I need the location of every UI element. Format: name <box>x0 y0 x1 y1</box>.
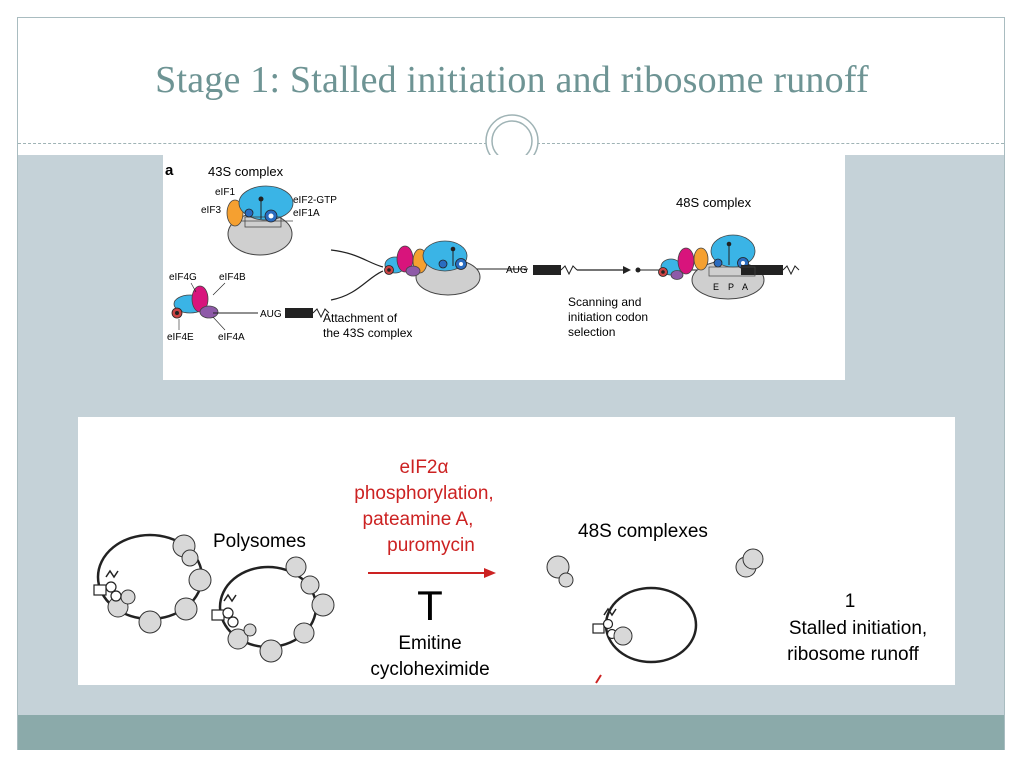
label-eif1: eIF1 <box>215 187 235 198</box>
polysome-runoff-diagram: Polysomes eIF2α phosphorylation, pateami… <box>93 457 927 684</box>
polysome-left <box>93 533 212 634</box>
inhibition-symbol: T <box>417 582 443 629</box>
polysomes-label: Polysomes <box>213 531 306 552</box>
footer-bar <box>18 715 1004 750</box>
panel-letter: a <box>165 162 174 179</box>
ribosome-site-a: A <box>742 282 748 292</box>
label-eif4g: eIF4G <box>169 272 197 283</box>
mrna-with-eif4f <box>171 285 330 319</box>
stage-label-line2: ribosome runoff <box>787 644 919 665</box>
ribosome-site-e: E <box>713 282 719 292</box>
attachment-arrow-lower <box>330 270 384 301</box>
treatment-line4: puromycin <box>387 535 475 556</box>
scanning-text-line1: Scanning and <box>568 295 641 309</box>
initiation-diagram: a 43S complex eIF1 eIF3 eIF2-GTP eIF1A <box>165 162 800 343</box>
label-eif1a: eIF1A <box>293 208 320 219</box>
treatment-line1: eIF2α <box>399 457 448 478</box>
treatment-line2: phosphorylation, <box>354 483 493 504</box>
stage-number: 1 <box>845 591 856 612</box>
label-eif2gtp: eIF2-GTP <box>293 195 337 206</box>
scanning-text-line2: initiation codon <box>568 310 648 324</box>
title-divider-left <box>18 143 487 144</box>
treatment-line3: pateamine A, <box>363 509 474 530</box>
inhibitor-line2: cycloheximide <box>370 659 489 680</box>
slide-title: Stage 1: Stalled initiation and ribosome… <box>155 59 869 101</box>
complexes-48s-label: 48S complexes <box>578 521 708 542</box>
polysome-right <box>211 556 335 663</box>
inhibitor-line1: Emitine <box>398 633 461 654</box>
ribosome-site-p: P <box>728 282 734 292</box>
complex-43s <box>226 185 294 256</box>
scanning-text-line3: selection <box>568 325 615 339</box>
attachment-text-line2: the 43S complex <box>323 326 412 340</box>
complex-48s <box>635 234 800 300</box>
attachment-text-line1: Attachment of <box>323 311 398 325</box>
stage-label-line1: Stalled initiation, <box>789 618 927 639</box>
label-eif4b: eIF4B <box>219 272 246 283</box>
aug-label-left: AUG <box>260 309 282 320</box>
free-ribosome-subunits <box>546 548 764 588</box>
label-eif4e: eIF4E <box>167 332 194 343</box>
polysome-runoff-panel: Polysomes eIF2α phosphorylation, pateami… <box>78 417 955 685</box>
complex-43s-label: 43S complex <box>208 164 284 179</box>
cutoff-red-mark <box>595 674 602 684</box>
label-eif3: eIF3 <box>201 205 221 216</box>
attached-complex <box>384 240 578 296</box>
initiation-diagram-panel: a 43S complex eIF1 eIF3 eIF2-GTP eIF1A <box>163 155 845 380</box>
mrna-loop-48s <box>592 586 698 664</box>
title-divider-right <box>537 143 1004 144</box>
attachment-arrow-upper <box>330 249 384 268</box>
label-eif4a: eIF4A <box>218 332 245 343</box>
complex-48s-label: 48S complex <box>676 195 752 210</box>
aug-label-middle: AUG <box>506 265 528 276</box>
